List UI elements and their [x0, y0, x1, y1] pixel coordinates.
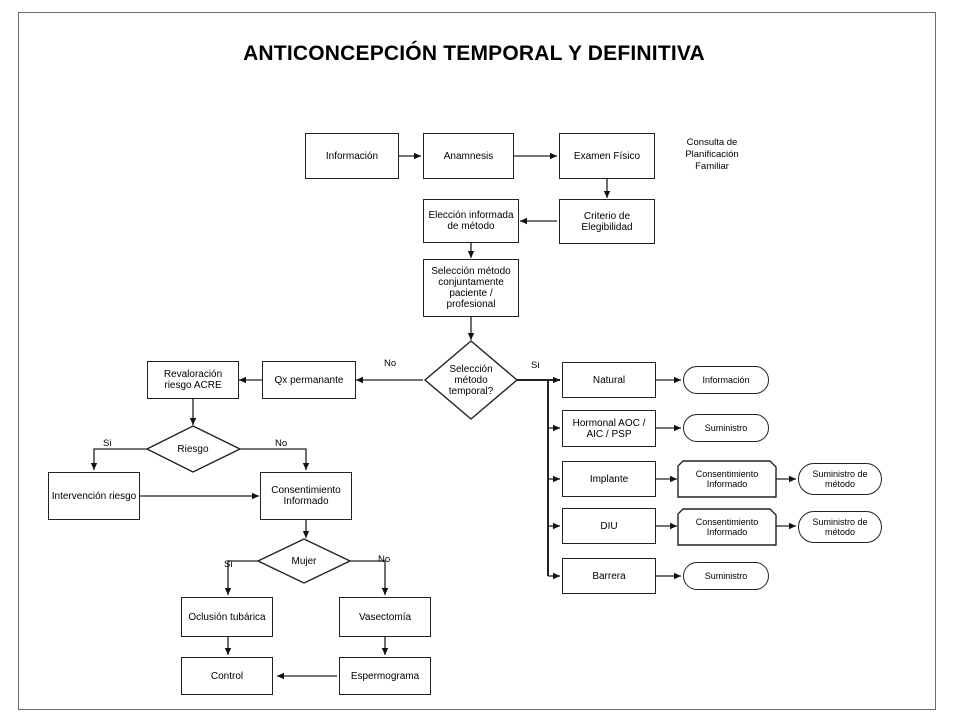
- decision-temporal-diamond: [423, 340, 519, 420]
- connector: [90, 448, 147, 470]
- node-seleccion-conjunta: Selección método conjuntamente paciente …: [423, 259, 519, 317]
- consent-implante-shape: [677, 460, 777, 498]
- node-intervencion-riesgo: Intervención riesgo: [48, 472, 140, 520]
- node-revaloracion: Revaloración riesgo ACRE: [147, 361, 239, 399]
- node-implante: Implante: [562, 461, 656, 497]
- connector: [350, 560, 389, 595]
- node-qx-permanente: Qx permanante: [262, 361, 356, 399]
- connector: [240, 448, 310, 470]
- out-barrera-suministro: Suministro: [683, 562, 769, 590]
- node-espermograma: Espermograma: [339, 657, 431, 695]
- node-criterio-elegibilidad: Criterio de Elegibilidad: [559, 199, 655, 244]
- label-si-riesgo: Si: [103, 438, 112, 449]
- out-hormonal-suministro: Suministro: [683, 414, 769, 442]
- label-si-temporal: Si: [531, 360, 540, 371]
- node-control: Control: [181, 657, 273, 695]
- node-anamnesis: Anamnesis: [423, 133, 514, 179]
- connector: [224, 560, 258, 595]
- out-implante-suministro: Suministro de método: [798, 463, 882, 495]
- label-no-riesgo: No: [275, 438, 288, 449]
- diagram-frame: [18, 12, 936, 710]
- label-si-mujer: Si: [224, 559, 233, 570]
- label-no-temporal: No: [384, 358, 397, 369]
- node-hormonal: Hormonal AOC / AIC / PSP: [562, 410, 656, 447]
- node-barrera: Barrera: [562, 558, 656, 594]
- node-diu: DIU: [562, 508, 656, 544]
- side-note: Consulta de Planificación Familiar: [685, 137, 739, 172]
- decision-mujer-text: Mujer: [291, 555, 317, 567]
- decision-mujer-diamond: [256, 538, 352, 584]
- decision-temporal-text: Selección método temporal?: [448, 363, 494, 397]
- node-examen-fisico: Examen Físico: [559, 133, 655, 179]
- out-diu-consentimiento: Consentimiento Informado: [695, 517, 759, 537]
- node-vasectomia: Vasectomía: [339, 597, 431, 637]
- diagram-title: ANTICONCEPCIÓN TEMPORAL Y DEFINITIVA: [243, 42, 705, 65]
- out-implante-consentimiento: Consentimiento Informado: [695, 469, 759, 489]
- node-natural: Natural: [562, 362, 656, 398]
- node-oclusion-tubarica: Oclusión tubárica: [181, 597, 273, 637]
- node-consentimiento: Consentimiento Informado: [260, 472, 352, 520]
- out-natural-informacion: Información: [683, 366, 769, 394]
- out-diu-suministro: Suministro de método: [798, 511, 882, 543]
- label-no-mujer: No: [378, 554, 391, 565]
- consent-diu-shape: [677, 508, 777, 546]
- node-eleccion-informada: Elección informada de método: [423, 199, 519, 243]
- node-informacion: Información: [305, 133, 399, 179]
- decision-riesgo-diamond: [145, 425, 242, 473]
- decision-riesgo-text: Riesgo: [177, 443, 209, 455]
